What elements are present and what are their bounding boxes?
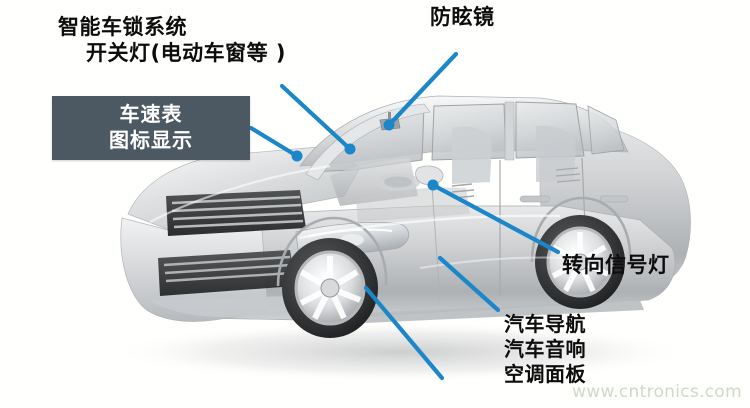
- lower-grille: [158, 250, 296, 296]
- dot-smart-lock: [344, 143, 356, 155]
- callout-speedometer-line2: 图标显示: [109, 128, 193, 152]
- rear-wheel: [535, 215, 625, 309]
- front-grille: [166, 190, 306, 236]
- label-antiglare-mirror: 防眩镜: [430, 4, 495, 30]
- label-antiglare-line1: 防眩镜: [430, 5, 495, 29]
- callout-speedometer-line1: 车速表: [119, 102, 183, 127]
- leader-smart-lock: [279, 83, 353, 152]
- hood-highlight: [149, 164, 331, 223]
- door-handle-rear: [599, 195, 629, 203]
- leader-turn-signal: [430, 182, 561, 255]
- mirror-stem: [388, 112, 391, 120]
- leader-speedometer: [248, 125, 300, 159]
- label-turn-signal-light: 转向信号灯: [562, 252, 670, 278]
- body-highlight-lower: [419, 256, 567, 269]
- door-handle-front: [519, 195, 551, 203]
- callout-speedometer-box: 车速表 图标显示: [52, 96, 250, 160]
- body-highlight-upper: [299, 214, 561, 240]
- door-seam-fender: [431, 185, 441, 301]
- label-infotainment-group: 汽车导航 汽车音响 空调面板: [504, 312, 586, 386]
- label-audio: 汽车音响: [504, 336, 586, 361]
- front-seat: [452, 126, 492, 184]
- label-smart-lock-system: 智能车锁系统 开关灯(电动车窗等 ): [58, 14, 286, 66]
- label-turn-signal-line1: 转向信号灯: [562, 253, 670, 277]
- front-wheel-arch: [276, 216, 388, 287]
- dot-speedometer: [291, 150, 303, 162]
- rear-quarter-glass: [587, 105, 625, 155]
- front-wheel: [282, 238, 378, 338]
- leader-infotainment: [437, 255, 501, 313]
- rear-wheel-arch: [530, 196, 632, 263]
- label-navigation: 汽车导航: [504, 312, 586, 336]
- leader-endpoint-dots: [291, 119, 439, 191]
- leader-antiglare: [386, 51, 459, 128]
- label-smart-lock-line2: 开关灯(电动车窗等 ): [86, 41, 287, 66]
- b-pillar: [504, 101, 515, 161]
- label-smart-lock-line1: 智能车锁系统: [58, 15, 187, 39]
- leader-center-down: [363, 285, 445, 381]
- rear-seat: [536, 125, 576, 182]
- front-bumper: [140, 294, 292, 318]
- label-hvac-panel: 空调面板: [504, 361, 586, 386]
- dot-antiglare: [383, 119, 395, 131]
- rocker-panel: [300, 300, 644, 326]
- ground-shadow: [110, 322, 690, 382]
- center-console: [356, 187, 470, 222]
- rear-vent: [555, 167, 581, 183]
- site-watermark: www.cntronics.com: [572, 382, 742, 402]
- dot-turn-signal: [427, 179, 439, 191]
